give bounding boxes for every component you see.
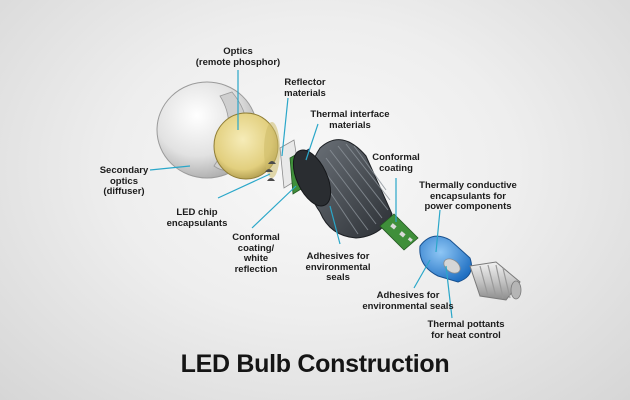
phosphor-optic-shape — [214, 113, 280, 179]
label-optics-line2: (remote phosphor) — [188, 58, 288, 69]
label-conformal-white-line1: Conformal — [228, 233, 284, 244]
label-led-chip-line1: LED chip — [160, 208, 234, 219]
label-conformal-white-line3: white — [228, 254, 284, 265]
driver-housing-shape — [420, 236, 472, 282]
label-reflector-line2: materials — [270, 89, 340, 100]
label-secondary-optics-line3: (diffuser) — [92, 187, 156, 198]
label-thermally-conductive: Thermally conductive encapsulants for po… — [412, 181, 524, 213]
label-optics-line1: Optics — [188, 47, 288, 58]
label-optics: Optics (remote phosphor) — [188, 47, 288, 68]
label-adhesives-env: Adhesives for environmental seals — [298, 252, 378, 284]
label-thermal-pottants: Thermal pottants for heat control — [416, 320, 516, 341]
label-thermal-pottants-line2: for heat control — [416, 331, 516, 342]
label-led-chip: LED chip encapsulants — [160, 208, 234, 229]
screw-base-shape — [470, 262, 521, 300]
label-thermal-interface-line2: materials — [300, 121, 400, 132]
label-conformal-coating-line1: Conformal — [366, 153, 426, 164]
label-thermal-interface: Thermal interface materials — [300, 110, 400, 131]
label-adhesives-env-line1: Adhesives for — [298, 252, 378, 263]
label-led-chip-line2: encapsulants — [160, 219, 234, 230]
label-conformal-coating-line2: coating — [366, 164, 426, 175]
label-conformal-coating: Conformal coating — [366, 153, 426, 174]
label-thermally-conductive-line1: Thermally conductive — [412, 181, 524, 192]
label-adhesives-env-seals: Adhesives for environmental seals — [358, 291, 458, 312]
label-thermal-pottants-line1: Thermal pottants — [416, 320, 516, 331]
label-conformal-white: Conformal coating/ white reflection — [228, 233, 284, 275]
label-adhesives-env-line3: seals — [298, 273, 378, 284]
diagram-title: LED Bulb Construction — [0, 350, 630, 379]
label-reflector-line1: Reflector — [270, 78, 340, 89]
label-thermally-conductive-line3: power components — [412, 202, 524, 213]
label-secondary-optics: Secondary optics (diffuser) — [92, 166, 156, 198]
label-adhesives-env-seals-line1: Adhesives for — [358, 291, 458, 302]
label-thermal-interface-line1: Thermal interface — [300, 110, 400, 121]
label-adhesives-env-seals-line2: environmental seals — [358, 302, 458, 313]
label-secondary-optics-line1: Secondary — [92, 166, 156, 177]
leader-adhesives-env-seals — [414, 260, 430, 288]
label-conformal-white-line4: reflection — [228, 265, 284, 276]
label-reflector: Reflector materials — [270, 78, 340, 99]
leader-conformal-white — [252, 186, 296, 228]
